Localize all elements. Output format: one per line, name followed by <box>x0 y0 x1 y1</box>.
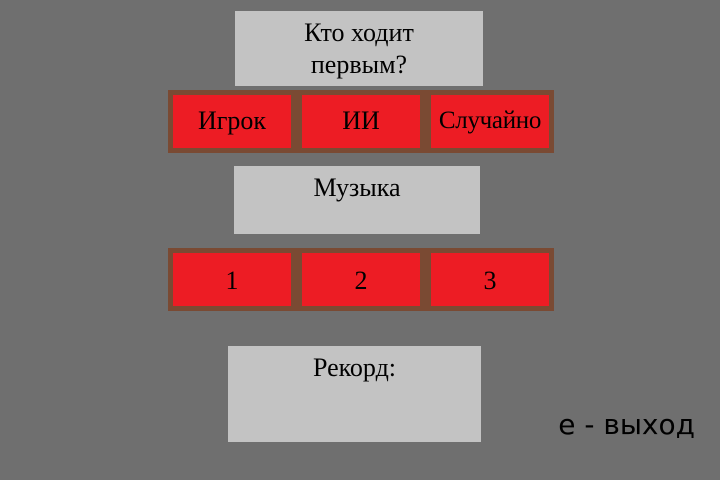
music-track-1-label: 1 <box>225 266 239 295</box>
player-first-button[interactable]: Игрок <box>168 90 296 153</box>
ai-first-label: ИИ <box>342 106 380 135</box>
random-first-button[interactable]: Случайно <box>426 90 554 153</box>
music-title: Музыка <box>313 173 401 202</box>
first-move-title-line1: Кто ходит <box>304 18 414 47</box>
music-title-panel: Музыка <box>234 166 480 234</box>
music-track-3-button[interactable]: 3 <box>426 248 554 311</box>
random-first-label: Случайно <box>438 107 542 134</box>
first-move-title-line2: первым? <box>310 50 408 79</box>
first-move-title-panel: Кто ходит первым? <box>235 11 483 86</box>
record-label: Рекорд: <box>312 353 397 382</box>
first-move-options: Игрок ИИ Случайно <box>168 90 554 153</box>
record-panel: Рекорд: <box>228 346 481 442</box>
music-track-2-label: 2 <box>354 266 368 295</box>
music-track-1-button[interactable]: 1 <box>168 248 296 311</box>
exit-hint: e - выход <box>558 408 695 441</box>
ai-first-button[interactable]: ИИ <box>297 90 425 153</box>
player-first-label: Игрок <box>197 106 267 135</box>
music-track-2-button[interactable]: 2 <box>297 248 425 311</box>
music-track-options: 1 2 3 <box>168 248 554 311</box>
music-track-3-label: 3 <box>483 266 497 295</box>
